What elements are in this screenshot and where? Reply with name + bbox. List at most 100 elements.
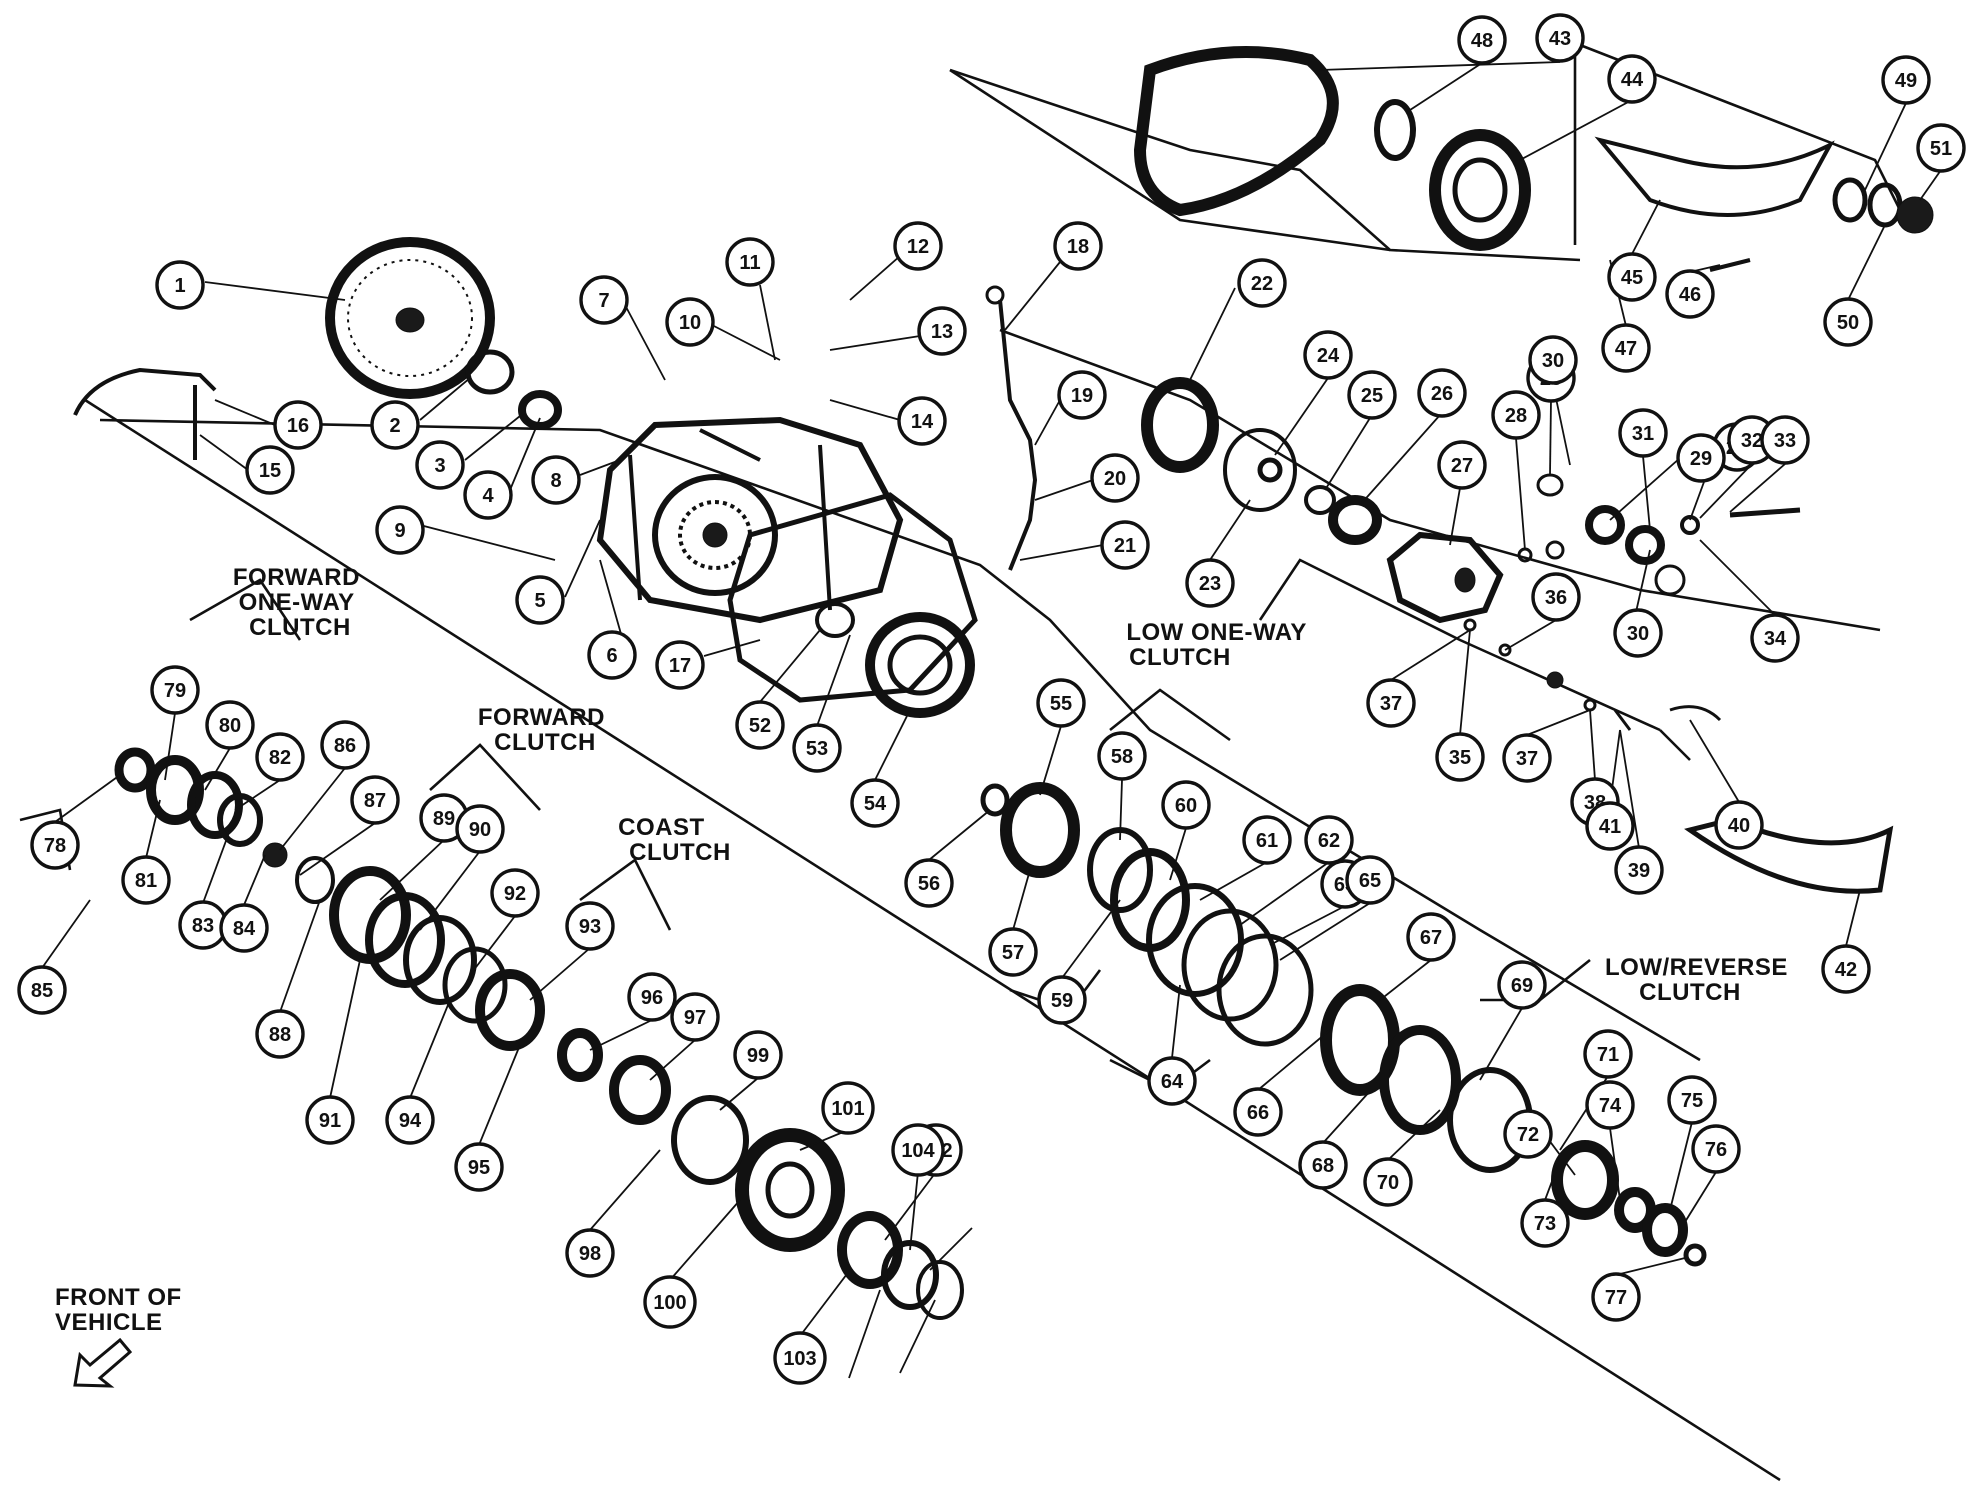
leader-line [279, 767, 346, 851]
callout-number: 93 [579, 916, 601, 938]
callout-bubble: 78 [30, 820, 80, 870]
callout-circle [897, 396, 947, 446]
callout-circle [579, 275, 629, 325]
callout-circle [773, 1331, 827, 1385]
callout-circle [1665, 269, 1715, 319]
leader-line [589, 1149, 661, 1231]
leader-line [1061, 899, 1121, 979]
callout-bubble: 85 [17, 965, 67, 1015]
callout-circle [821, 1081, 875, 1135]
callout-bubble: 45 [1607, 252, 1657, 302]
leader-line [711, 324, 781, 361]
callout-number: 30 [1542, 350, 1564, 372]
callout-number: 45 [1621, 267, 1643, 289]
leader-line [1409, 62, 1483, 111]
leader-line [1279, 902, 1371, 961]
callout-number: 25 [1361, 385, 1383, 407]
callout-bubble: 70 [1363, 1157, 1413, 1207]
group-labels: FORWARD ONE-WAY CLUTCH FORWARD CLUTCH CO… [55, 564, 1787, 1336]
callout-bubble: 79 [150, 665, 200, 715]
callout-bubble: 27 [1437, 440, 1487, 490]
callout-bubble: 20 [1090, 453, 1140, 503]
callout-circle [670, 992, 720, 1042]
callout-bubble: 30 [1613, 608, 1663, 658]
leader-line [469, 915, 516, 976]
callout-number: 66 [1247, 1102, 1269, 1124]
callout-bubble: 67 [1406, 912, 1456, 962]
callout-bubble: 22 [1237, 258, 1287, 308]
callout-bubble: 43 [1535, 13, 1585, 63]
callout-number: 91 [319, 1110, 341, 1132]
callout-number: 92 [504, 883, 526, 905]
callout-number: 47 [1615, 338, 1637, 360]
callout-number: 86 [334, 735, 356, 757]
callout-circle [1347, 370, 1397, 420]
leader-line [1257, 1029, 1331, 1091]
leader-line [478, 1044, 521, 1146]
callout-number: 17 [669, 655, 691, 677]
callout-circle [1037, 975, 1087, 1025]
leader-line [1269, 905, 1346, 946]
callout-number: 48 [1471, 30, 1493, 52]
callout-bubble: 76 [1691, 1124, 1741, 1174]
callout-circle [1601, 323, 1651, 373]
callout-number: 34 [1764, 628, 1787, 650]
callout-circle [155, 260, 205, 310]
callout-bubble: 30 [1528, 335, 1578, 385]
leader-line [1515, 437, 1526, 551]
callout-circle [735, 700, 785, 750]
callout-bubble: 25 [1347, 370, 1397, 420]
leader-line [624, 304, 666, 381]
callout-number: 46 [1679, 284, 1701, 306]
callout-circle [255, 732, 305, 782]
callout-bubble: 82 [255, 732, 305, 782]
callout-number: 11 [739, 252, 760, 274]
leader-line [164, 712, 176, 781]
callout-bubble: 101 [821, 1081, 875, 1135]
callout-circle [205, 700, 255, 750]
leader-line [1459, 629, 1471, 736]
leader-line [1034, 399, 1061, 446]
callout-circle [1618, 408, 1668, 458]
callout-bubble: 42 [1821, 944, 1871, 994]
callout-bubble: 98 [565, 1228, 615, 1278]
callout-circle [1497, 960, 1547, 1010]
leader-line [719, 1077, 759, 1111]
callout-number: 43 [1549, 28, 1571, 50]
callout-circle [305, 1095, 355, 1145]
callout-circle [1233, 1087, 1283, 1137]
callout-circle [454, 1142, 504, 1192]
leader-line [299, 822, 376, 876]
callout-number: 36 [1545, 587, 1567, 609]
callout-number: 77 [1605, 1287, 1627, 1309]
leader-line [214, 399, 276, 426]
leader-line [1669, 1121, 1693, 1211]
callout-circle [655, 640, 705, 690]
callout-circle [1345, 855, 1395, 905]
leader-line [1019, 544, 1104, 561]
leader-line [1239, 861, 1330, 926]
callout-bubble: 54 [850, 778, 900, 828]
leader-line [1589, 709, 1596, 781]
leader-line [529, 947, 591, 1001]
leader-line [1012, 869, 1031, 931]
leader-line [419, 377, 471, 421]
callout-number: 28 [1505, 405, 1527, 427]
callout-number: 61 [1256, 830, 1278, 852]
callout-circle [1607, 252, 1657, 302]
callout-number: 67 [1420, 927, 1442, 949]
callout-bubble: 16 [273, 400, 323, 450]
leader-line [669, 1199, 741, 1281]
label-coast-clutch: COAST CLUTCH [618, 814, 731, 866]
callout-circle [1585, 801, 1635, 851]
callout-bubble: 83 [178, 900, 228, 950]
callout-bubble: 99 [733, 1030, 783, 1080]
callout-circle [565, 901, 615, 951]
callout-number: 89 [433, 808, 455, 830]
callout-bubble: 96 [627, 972, 677, 1022]
callout-number: 20 [1104, 468, 1126, 490]
callout-bubble: 65 [1345, 855, 1395, 905]
leader-line [579, 459, 621, 476]
callout-circle [1591, 1272, 1641, 1322]
callout-circle [1916, 123, 1966, 173]
